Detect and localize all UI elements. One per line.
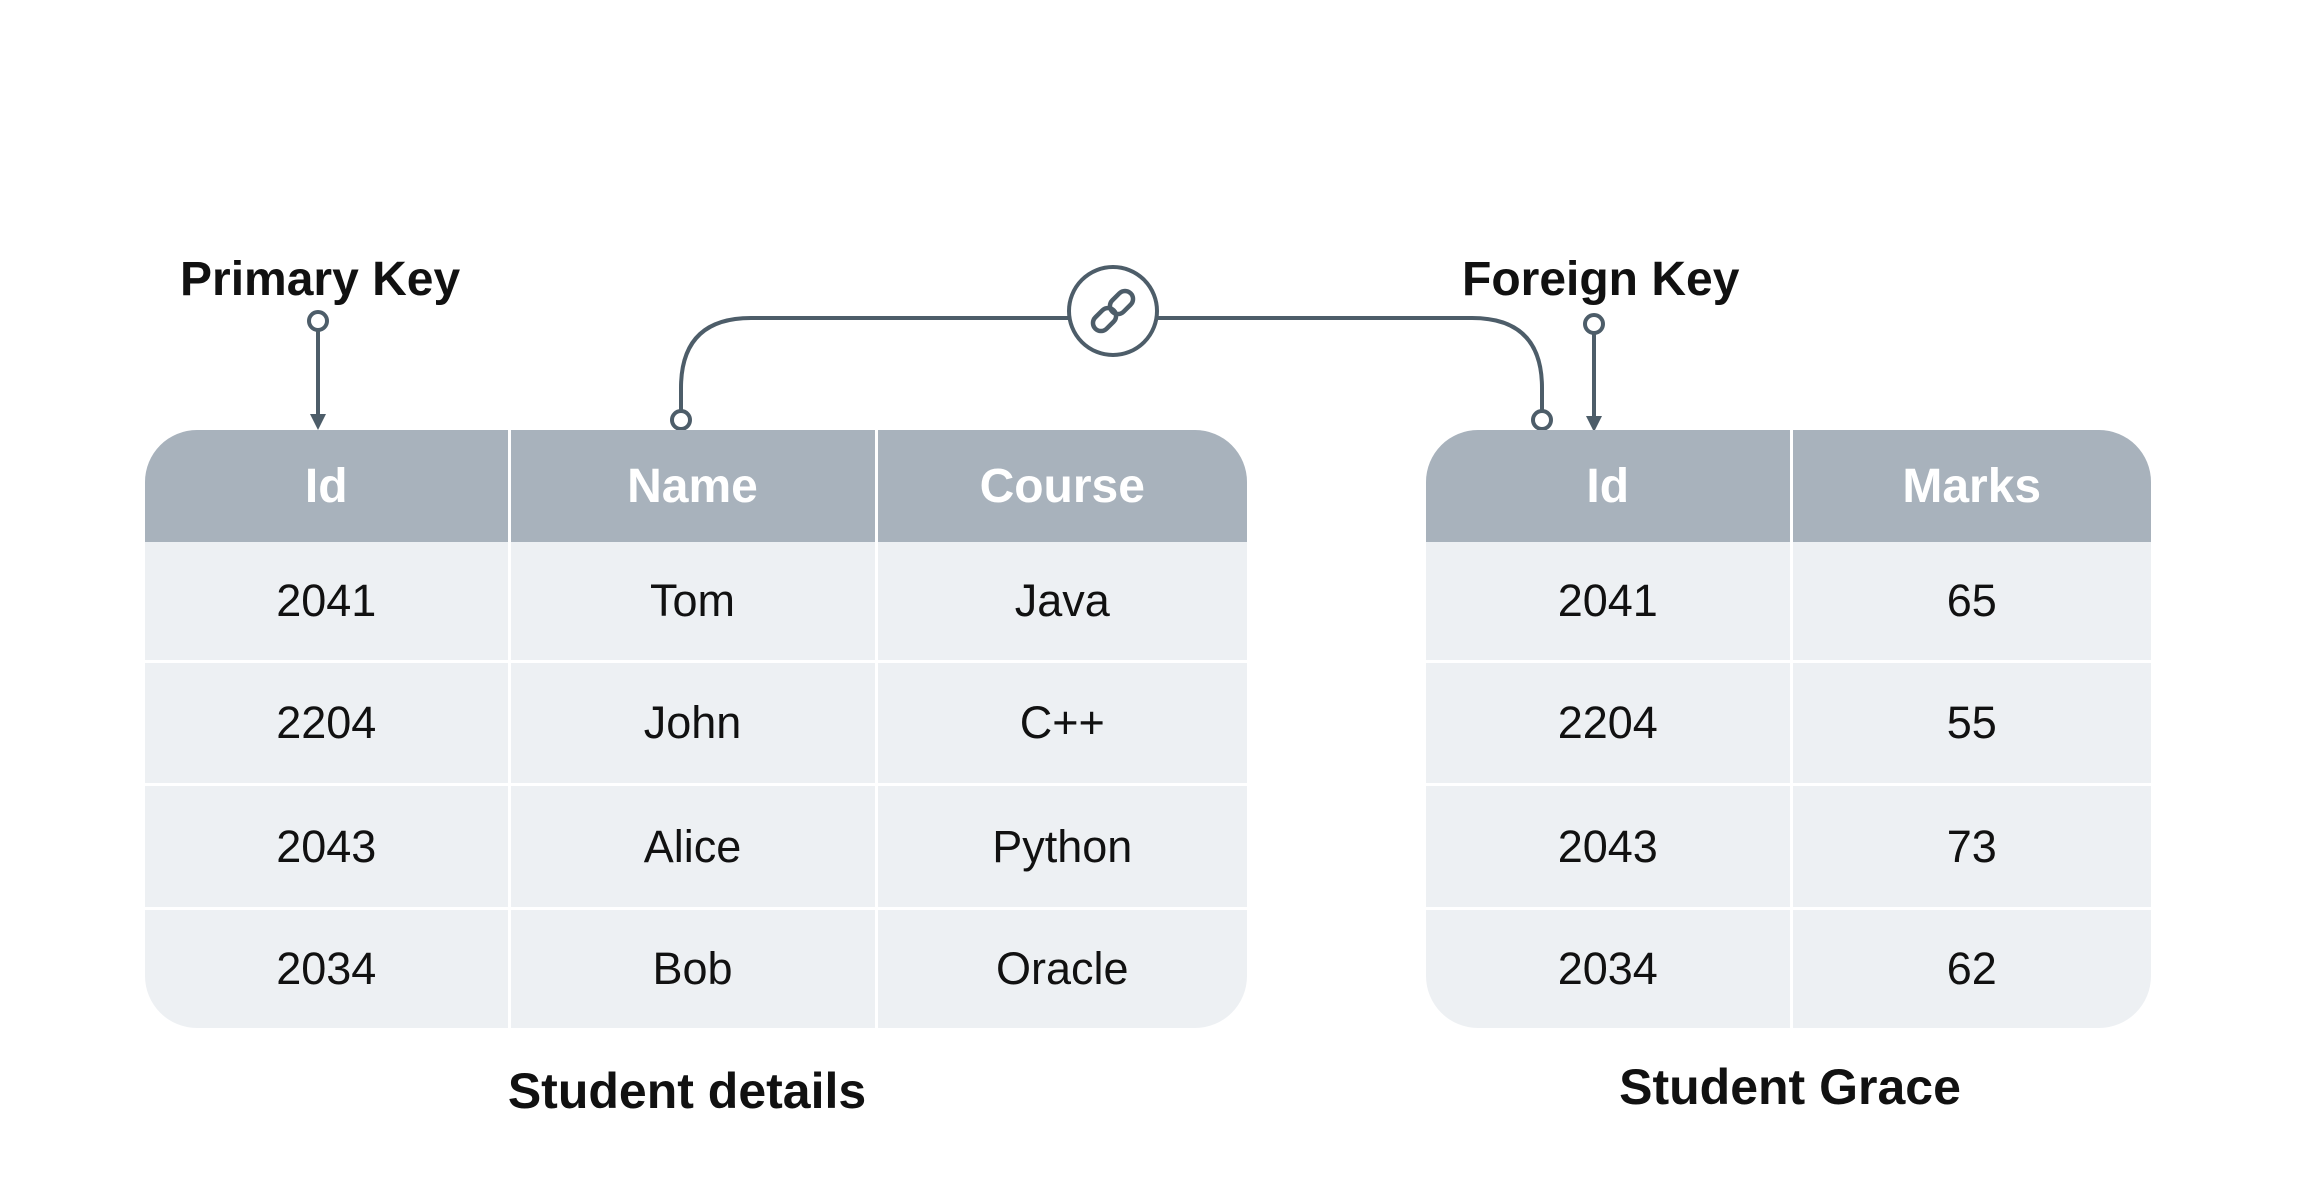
cell-course: Oracle — [876, 906, 1247, 1028]
cell-id: 2041 — [145, 542, 511, 662]
table-header-row: Id Marks — [1426, 430, 2151, 542]
cell-name: Alice — [509, 783, 878, 909]
column-header-id: Id — [145, 430, 511, 542]
relationship-start-dot — [670, 409, 692, 431]
cell-id: 2034 — [1426, 906, 1793, 1028]
primary-key-pointer-dot — [307, 310, 329, 332]
primary-key-label: Primary Key — [180, 253, 461, 306]
relationship-line — [679, 316, 1544, 412]
cell-marks: 62 — [1791, 906, 2151, 1028]
table-row: 2034 62 — [1426, 906, 2151, 1028]
cell-name: Tom — [509, 542, 878, 662]
cell-id: 2043 — [145, 783, 511, 909]
cell-marks: 65 — [1946, 575, 1997, 627]
cell-name: Bob — [509, 906, 878, 1028]
student-details-caption: Student details — [507, 1063, 867, 1119]
cell-marks: 55 — [1791, 660, 2151, 785]
cell-id: 2204 — [1426, 660, 1793, 785]
cell-id: 2043 — [1426, 783, 1793, 909]
link-icon — [1067, 265, 1159, 357]
foreign-key-arrowhead — [1586, 416, 1602, 432]
foreign-key-label: Foreign Key — [1462, 253, 1740, 306]
foreign-key-pointer-dot — [1583, 313, 1605, 335]
table-row: 2041 Tom Java — [145, 542, 1247, 662]
table-row: 2204 55 — [1426, 660, 2151, 785]
cell-marks: 73 — [1791, 783, 2151, 909]
relationship-end-dot — [1531, 409, 1553, 431]
table-header-row: Id Name Course — [145, 430, 1247, 542]
column-header-id: Id — [1426, 430, 1793, 542]
cell-course: Java — [1014, 575, 1110, 627]
primary-key-arrowhead — [310, 414, 326, 430]
cell-id: 2034 — [145, 906, 511, 1028]
cell-course: C++ — [876, 660, 1247, 785]
cell-name: John — [509, 660, 878, 785]
column-header-marks: Marks — [1791, 430, 2151, 542]
cell-id: 2204 — [145, 660, 511, 785]
table-row: 2041 65 — [1426, 542, 2151, 662]
student-grace-table: Id Marks 2041 65 2204 55 2043 73 2034 62 — [1426, 430, 2151, 1028]
cell-course: Python — [876, 783, 1247, 909]
column-header-name: Name — [509, 430, 878, 542]
table-row: 2043 73 — [1426, 783, 2151, 909]
table-row: 2043 Alice Python — [145, 783, 1247, 909]
column-header-course: Course — [876, 430, 1247, 542]
table-row: 2034 Bob Oracle — [145, 906, 1247, 1028]
table-row: 2204 John C++ — [145, 660, 1247, 785]
student-details-table: Id Name Course 2041 Tom Java 2204 John C… — [145, 430, 1247, 1028]
cell-id: 2041 — [1426, 542, 1793, 662]
student-grace-caption: Student Grace — [1619, 1059, 1961, 1115]
